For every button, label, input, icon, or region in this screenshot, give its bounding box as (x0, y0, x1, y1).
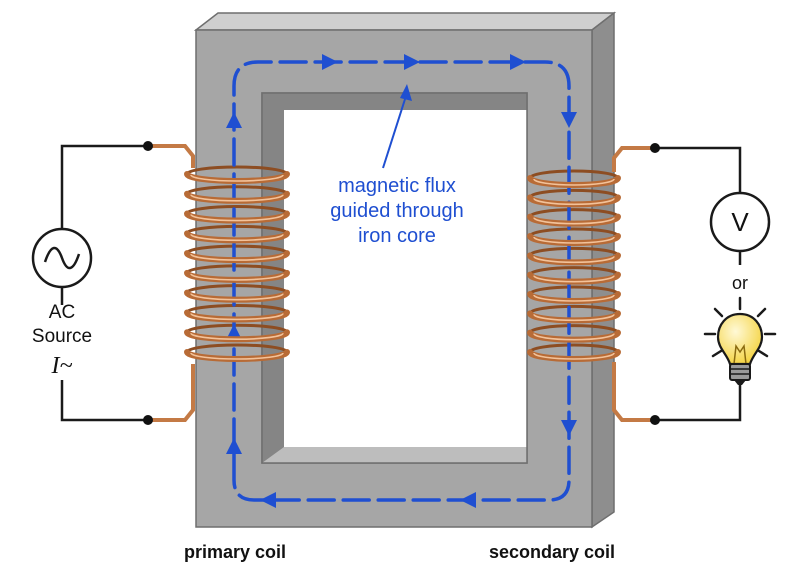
primary-coil-winding-back (185, 264, 289, 274)
primary-coil-winding-highlight (190, 174, 284, 182)
secondary-coil-winding-back (528, 169, 620, 179)
voltmeter-symbol: V (731, 207, 749, 237)
secondary-coil-winding-back (528, 343, 620, 353)
secondary-coil-winding-back (528, 266, 620, 276)
secondary-bottom-terminal (650, 415, 660, 425)
voltmeter: V (709, 191, 771, 265)
primary-coil-winding-back (185, 244, 289, 254)
ac-source-label-line1: AC (49, 302, 75, 323)
primary-coil-winding-back (185, 323, 289, 333)
flux-arrow-top-2 (404, 54, 420, 70)
flux-arrow-top-3 (510, 54, 526, 70)
primary-coil-winding-highlight (190, 194, 284, 202)
ac-source: AC Source I~ (31, 227, 93, 379)
annotation-line-3: iron core (358, 225, 436, 247)
annotation-pointer-head (400, 84, 412, 101)
secondary-coil-winding-back (528, 188, 620, 198)
annotation-line-1: magnetic flux (338, 175, 456, 197)
secondary-coil-winding-back (528, 246, 620, 256)
primary-coil-winding-highlight (190, 253, 284, 261)
secondary-coil-winding-back (528, 304, 620, 314)
secondary-coil (528, 169, 620, 353)
primary-coil-winding-highlight (190, 332, 284, 341)
secondary-coil-winding-back (528, 285, 620, 295)
secondary-coil-label: secondary coil (489, 542, 615, 562)
primary-coil-winding-highlight (190, 293, 284, 301)
secondary-coil-winding-highlight (533, 314, 615, 322)
secondary-coil-winding-highlight (533, 333, 615, 341)
ac-source-label-line2: Source (32, 326, 92, 347)
primary-bottom-terminal (143, 415, 153, 425)
secondary-coil-winding-highlight (533, 275, 615, 283)
secondary-coil-winding-highlight (533, 198, 615, 206)
current-symbol: I~ (51, 353, 73, 379)
primary-coil-winding-back (185, 284, 289, 294)
flux-arrow-left-1 (226, 438, 242, 454)
secondary-coil-winding-back (528, 227, 620, 237)
secondary-coil-winding-highlight (533, 294, 615, 302)
secondary-coil-winding-highlight (533, 217, 615, 225)
secondary-coil-winding-back (528, 208, 620, 218)
secondary-coil-winding-highlight (533, 256, 615, 264)
flux-annotation: magnetic flux guided through iron core (330, 84, 464, 247)
flux-arrow-left-2 (226, 324, 242, 340)
magnetic-flux-path (226, 54, 577, 508)
or-label: or (732, 273, 748, 293)
secondary-coil-winding-highlight (533, 352, 615, 360)
primary-coil-winding-highlight (190, 313, 284, 321)
secondary-coil-winding-highlight (533, 236, 615, 244)
primary-coil-winding-highlight (190, 234, 284, 242)
flux-arrow-top-1 (322, 54, 338, 70)
primary-coil-winding-back (185, 185, 289, 195)
secondary-top-terminal (650, 143, 660, 153)
flux-arrow-bottom-2 (260, 492, 276, 508)
primary-coil-winding-back (185, 303, 289, 314)
primary-top-terminal (143, 141, 153, 151)
light-bulb-icon (703, 296, 777, 385)
flux-arrow-left-3 (226, 112, 242, 128)
flux-arrow-right-1 (561, 112, 577, 128)
secondary-circuit (612, 143, 742, 425)
secondary-coil-front (527, 175, 621, 362)
primary-coil-label: primary coil (184, 542, 286, 562)
secondary-coil-winding-back (528, 324, 620, 334)
primary-coil-winding-highlight (190, 273, 284, 281)
secondary-coil-winding-highlight (533, 178, 615, 186)
annotation-line-2: guided through (330, 200, 463, 222)
flux-arrow-right-2 (561, 420, 577, 436)
primary-circuit (60, 141, 195, 425)
primary-coil-winding-highlight (190, 352, 284, 360)
primary-coil-winding-highlight (190, 214, 284, 222)
annotation-pointer (382, 95, 407, 169)
primary-coil-winding-back (185, 165, 289, 175)
flux-arrow-bottom-1 (460, 492, 476, 508)
primary-coil (185, 165, 289, 353)
primary-coil-front (184, 171, 290, 362)
primary-coil-winding-back (185, 343, 289, 353)
primary-coil-winding-back (185, 205, 289, 215)
primary-coil-winding-back (185, 224, 289, 234)
